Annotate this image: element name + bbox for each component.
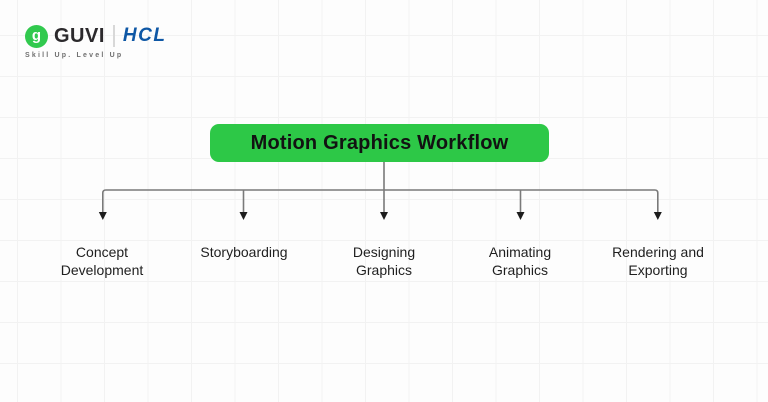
node-label: Animating Graphics bbox=[488, 244, 552, 279]
brand-logo-row: g GUVI HCL bbox=[25, 24, 166, 48]
brand-divider bbox=[112, 25, 115, 47]
node-concept-development: Concept Development bbox=[44, 243, 160, 279]
node-designing-graphics: Designing Graphics bbox=[326, 243, 442, 279]
brand-header: g GUVI HCL Skill Up. Level Up bbox=[25, 24, 166, 59]
node-storyboarding: Storyboarding bbox=[186, 243, 302, 261]
workflow-title: Motion Graphics Workflow bbox=[250, 131, 509, 154]
node-label: Rendering and Exporting bbox=[612, 244, 704, 279]
node-label: Concept Development bbox=[60, 244, 144, 279]
node-animating-graphics: Animating Graphics bbox=[462, 243, 578, 279]
workflow-title-box: Motion Graphics Workflow bbox=[210, 124, 549, 162]
guvi-logo-glyph: g bbox=[31, 26, 42, 44]
node-rendering-and-exporting: Rendering and Exporting bbox=[600, 243, 716, 279]
node-label: Storyboarding bbox=[200, 244, 288, 260]
brand-hcl-wordmark: HCL bbox=[122, 25, 167, 46]
brand-tagline: Skill Up. Level Up bbox=[25, 52, 124, 59]
node-label: Designing Graphics bbox=[352, 244, 416, 279]
brand-guvi-wordmark: GUVI bbox=[54, 24, 105, 47]
guvi-logo-icon: g bbox=[25, 24, 48, 48]
